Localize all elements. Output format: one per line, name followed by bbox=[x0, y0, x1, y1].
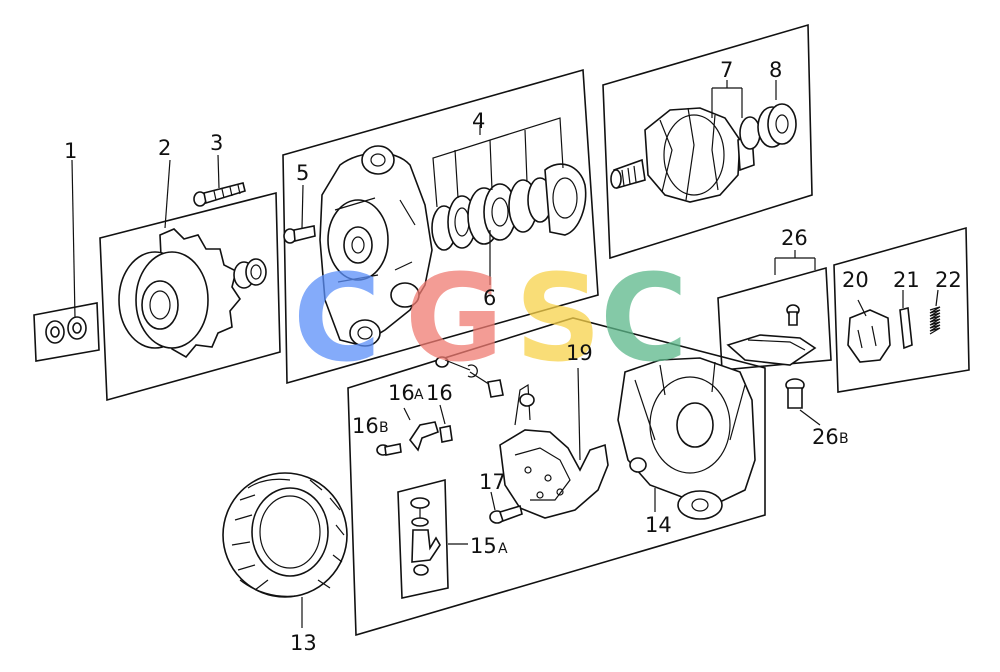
label-part-17: 17 bbox=[479, 470, 506, 494]
brush-cover-part bbox=[726, 304, 817, 366]
screw-part-17 bbox=[489, 491, 523, 524]
watermark-letter-2: G bbox=[405, 250, 504, 389]
stator-part bbox=[222, 472, 348, 628]
label-part-16: 16 bbox=[426, 381, 453, 405]
label-3-leader bbox=[217, 154, 220, 189]
label-part-1: 1 bbox=[64, 139, 77, 163]
label-2-leader bbox=[164, 159, 171, 229]
panel-housing bbox=[282, 68, 599, 385]
watermark-letter-3: S bbox=[515, 250, 601, 389]
label-part-16a: 16 bbox=[388, 381, 415, 405]
screw-part-16b bbox=[376, 443, 402, 456]
rotor-part bbox=[610, 103, 797, 203]
label-part-26b: 26 bbox=[812, 425, 839, 449]
label-26-leader bbox=[774, 250, 816, 275]
label-19-leader bbox=[577, 367, 581, 461]
panel-brush-parts bbox=[833, 226, 970, 393]
label-part-5: 5 bbox=[296, 161, 309, 185]
label-4-leaders bbox=[432, 117, 564, 208]
label-part-7: 7 bbox=[720, 58, 733, 82]
front-housing-part bbox=[617, 357, 756, 520]
label-part-15a-suffix: A bbox=[498, 541, 508, 557]
panel-rear-cover bbox=[99, 191, 281, 402]
bolt-part-3 bbox=[193, 182, 246, 207]
panel-terminal bbox=[397, 478, 449, 599]
label-part-4: 4 bbox=[472, 109, 485, 133]
label-part-15a: 15 bbox=[470, 534, 497, 558]
panel-washers bbox=[33, 302, 100, 362]
rear-housing-part bbox=[319, 145, 433, 347]
label-part-16a-suffix: A bbox=[414, 387, 424, 403]
label-1-leader bbox=[71, 159, 76, 319]
bolt-part-26b bbox=[785, 378, 821, 426]
brush-holder-part bbox=[847, 299, 891, 363]
label-part-22: 22 bbox=[935, 268, 962, 292]
watermark-letter-1: C bbox=[293, 250, 381, 389]
label-part-20: 20 bbox=[842, 268, 869, 292]
screw-part-5 bbox=[283, 225, 316, 244]
terminal-bolt-part-15a bbox=[410, 497, 441, 576]
watermark-letter-4: C bbox=[600, 250, 688, 389]
panel-outlines bbox=[33, 23, 970, 637]
pulley-fan-part bbox=[118, 228, 267, 359]
washer-part bbox=[45, 316, 87, 344]
label-part-26: 26 bbox=[781, 226, 808, 250]
label-part-14: 14 bbox=[645, 513, 672, 537]
label-part-2: 2 bbox=[158, 136, 171, 160]
label-part-21: 21 bbox=[893, 268, 920, 292]
panel-rotor bbox=[602, 23, 813, 260]
spring-part-22 bbox=[929, 289, 941, 335]
panel-front-housing bbox=[347, 317, 766, 637]
label-part-3: 3 bbox=[210, 131, 223, 155]
label-part-26b-suffix: B bbox=[839, 431, 849, 447]
label-part-13: 13 bbox=[290, 631, 317, 655]
panel-brush-cover bbox=[717, 266, 832, 371]
bearing-stack-part bbox=[431, 163, 587, 251]
label-5-leader bbox=[301, 184, 304, 229]
rectifier-part bbox=[499, 383, 609, 519]
label-part-16b: 16 bbox=[352, 414, 379, 438]
part-labels: 1 2 3 4 5 6 7 8 13 14 15 A 16 A 16 16 B … bbox=[64, 58, 962, 655]
label-part-8: 8 bbox=[769, 58, 782, 82]
label-part-16b-suffix: B bbox=[379, 420, 389, 436]
label-7-leaders bbox=[711, 80, 743, 118]
terminal-wire-part bbox=[435, 356, 535, 407]
watermark: C G S C bbox=[293, 250, 688, 389]
nut-part-16 bbox=[439, 404, 453, 443]
label-part-6: 6 bbox=[483, 286, 496, 310]
brush-part-21 bbox=[899, 290, 913, 350]
terminal-bracket-part-16a bbox=[403, 407, 439, 452]
label-part-19: 19 bbox=[566, 341, 593, 365]
